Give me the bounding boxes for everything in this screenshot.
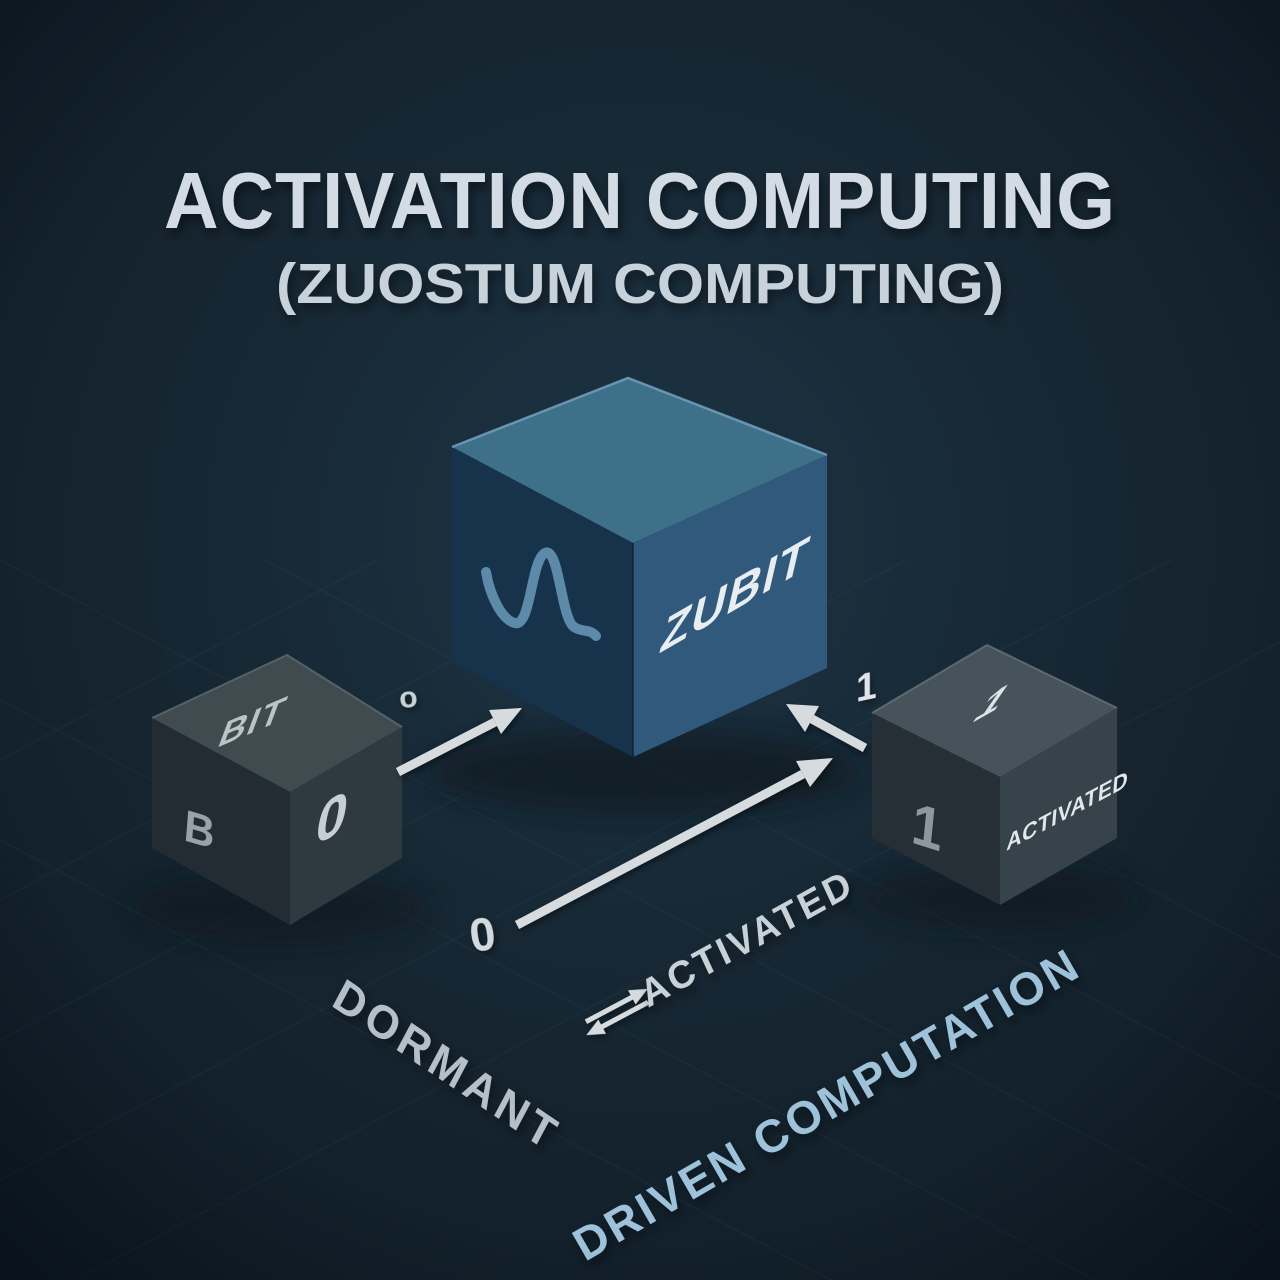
bit-side-label: B — [182, 801, 216, 859]
arrow-small-o-label: o — [398, 681, 419, 715]
page-subtitle: (ZUOSTUM COMPUTING) — [276, 252, 1004, 316]
page-title: ACTIVATION COMPUTING — [164, 156, 1116, 245]
activated-corner-label: 1 — [856, 663, 877, 711]
activated-side-label: 1 — [909, 790, 946, 865]
